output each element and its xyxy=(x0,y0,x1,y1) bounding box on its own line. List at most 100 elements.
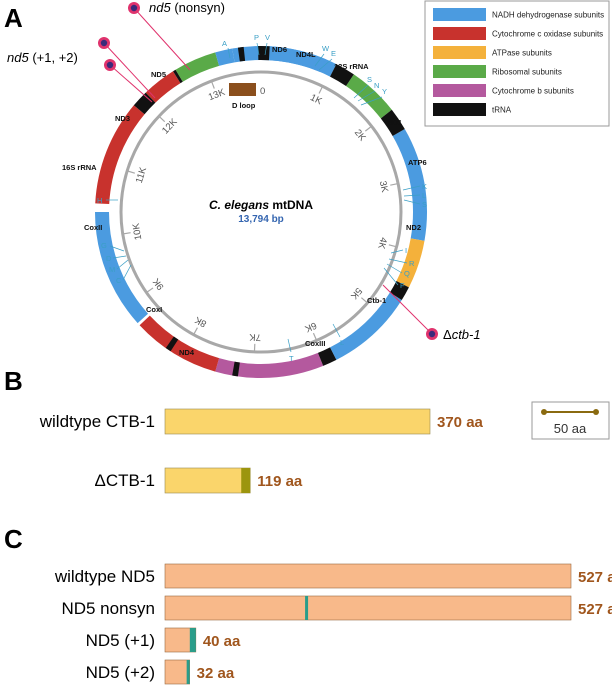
tick-label-2: 2K xyxy=(352,127,368,143)
tick-mark-13 xyxy=(211,81,214,88)
tick-label-3: 3K xyxy=(377,180,390,194)
gene-label-nd4: ND4 xyxy=(179,348,195,357)
tick-label-8: 8K xyxy=(193,314,209,330)
legend-swatch-5 xyxy=(433,84,486,97)
nonsyn-pin-core xyxy=(131,5,137,11)
trna-label-v: V xyxy=(265,33,270,42)
panel-label-b: B xyxy=(4,366,23,396)
legend-label-3: ATPase subunits xyxy=(492,49,552,58)
ctb-pin-core xyxy=(429,331,435,337)
tick-label-1: 1K xyxy=(308,92,324,107)
nd5-row-bar-1 xyxy=(165,564,571,588)
tick-mark-12 xyxy=(159,116,165,121)
scale-bar-right-end xyxy=(593,409,599,415)
nonsyn-label-gene: nd5 xyxy=(149,0,171,15)
frameshift-label: nd5 (+1, +2) xyxy=(7,50,78,65)
nd5-row-label-1: wildtype ND5 xyxy=(54,567,155,586)
inner-coordinate-ring xyxy=(121,72,401,352)
panel-label-c: C xyxy=(4,524,23,554)
ctb1-row-aa-1: 370 aa xyxy=(437,414,484,431)
trna-label-r: R xyxy=(409,259,415,268)
trna-block-h xyxy=(177,76,179,77)
legend-swatch-1 xyxy=(433,8,486,21)
ctb-deletion-gene: ctb-1 xyxy=(452,327,481,342)
trna-block-a xyxy=(239,54,245,55)
legend-label-5: Cytochrome b subunits xyxy=(492,87,574,96)
gene-label-16s-rrna: 16S rRNA xyxy=(62,163,97,172)
arc-ctb1 xyxy=(217,359,320,371)
legend-swatch-2 xyxy=(433,27,486,40)
frameshift-label-rest: (+1, +2) xyxy=(29,50,78,65)
ctb1-row-aa-2: 119 aa xyxy=(257,473,303,490)
tick-mark-9 xyxy=(146,288,153,293)
trna-label-w: W xyxy=(322,44,330,53)
genome-title-species: C. elegans xyxy=(209,198,269,212)
tick-mark-8 xyxy=(194,328,198,335)
trna-label-s1: S xyxy=(367,75,372,84)
trna-label-f: F xyxy=(400,281,405,290)
trna-label-l2: L xyxy=(340,338,344,347)
tick-label-11: 11K xyxy=(134,165,149,184)
panel-label-a: A xyxy=(4,3,23,33)
legend-label-2: Cytochrome c oxidase subunits xyxy=(492,30,603,39)
trna-label-e: E xyxy=(331,49,336,58)
trna-label-i: I xyxy=(405,246,407,255)
gene-label-12s-rrna: 12S rRNA xyxy=(334,62,369,71)
tick-label-7: 7K xyxy=(248,331,261,343)
legend-label-6: tRNA xyxy=(492,106,512,115)
gene-label-nd5: ND5 xyxy=(151,70,166,79)
trna-block-irqf xyxy=(321,354,334,360)
tick-label-6: 6K xyxy=(303,319,319,334)
legend-label-1: NADH dehydrogenase subunits xyxy=(492,11,604,20)
ctb-deletion-label: Δctb-1 xyxy=(443,327,481,342)
tick-label-13: 13K xyxy=(207,87,227,104)
gene-label-ctb1: Ctb-1 xyxy=(367,296,386,305)
trna-label-a: A xyxy=(222,39,227,48)
tick-label-12: 12K xyxy=(160,116,180,136)
arc-nd3 xyxy=(217,55,233,59)
tick-label-5: 5K xyxy=(348,285,364,301)
nd5-row-bar-4 xyxy=(165,660,190,684)
trna-label-l1: L xyxy=(422,191,426,200)
tick-label-4: 4K xyxy=(375,236,389,251)
trna-label-s2: S xyxy=(422,200,427,209)
scale-bar-label: 50 aa xyxy=(554,421,587,436)
gene-label-coxii: CoxII xyxy=(84,223,102,232)
trna-block-t xyxy=(170,342,175,345)
nd5-row-bar-2 xyxy=(165,596,571,620)
nd5-row-frameshift2-tail xyxy=(187,660,190,684)
nd5-row-label-4: ND5 (+2) xyxy=(86,663,155,682)
ctb1-row-frameshift-tail xyxy=(241,468,250,493)
tick-mark-2 xyxy=(365,126,371,131)
gene-label-coxi: CoxI xyxy=(146,305,162,314)
trna-label-h: H xyxy=(97,196,102,205)
gene-label-nd4l: ND4L xyxy=(296,50,316,59)
nd5-row-aa-4: 32 aa xyxy=(197,665,235,682)
trna-label-t: T xyxy=(289,354,294,363)
arc-coxii xyxy=(151,77,177,97)
trna-label-k: K xyxy=(422,182,427,191)
tick-zero: 0 xyxy=(260,86,265,97)
legend-label-4: Ribosomal subunits xyxy=(492,68,562,77)
ctb1-row-label-1: wildtype CTB-1 xyxy=(39,412,155,431)
nonsyn-label-rest: (nonsyn) xyxy=(171,0,225,15)
scale-bar: 50 aa xyxy=(532,402,609,439)
frameshift2-pin-core xyxy=(107,62,113,68)
gene-label-nd3: ND3 xyxy=(115,114,130,123)
ctb1-row-label-2: ΔCTB-1 xyxy=(95,471,155,490)
arc-16s-rrna xyxy=(179,59,217,76)
dloop-label: D loop xyxy=(232,101,256,110)
nd5-row-frameshift1-tail xyxy=(190,628,196,652)
ctb1-row-bar-2 xyxy=(165,468,250,493)
genome-title: C. elegans mtDNA xyxy=(209,198,313,212)
trna-label-c: C xyxy=(116,276,122,285)
tick-label-10: 10K xyxy=(131,222,145,241)
trna-label-y: Y xyxy=(382,87,387,96)
scale-bar-left-end xyxy=(541,409,547,415)
genome-title-rest: mtDNA xyxy=(269,198,313,212)
legend-swatch-6 xyxy=(433,103,486,116)
nd5-row-label-3: ND5 (+1) xyxy=(86,631,155,650)
trna-label-d: D xyxy=(106,254,112,263)
